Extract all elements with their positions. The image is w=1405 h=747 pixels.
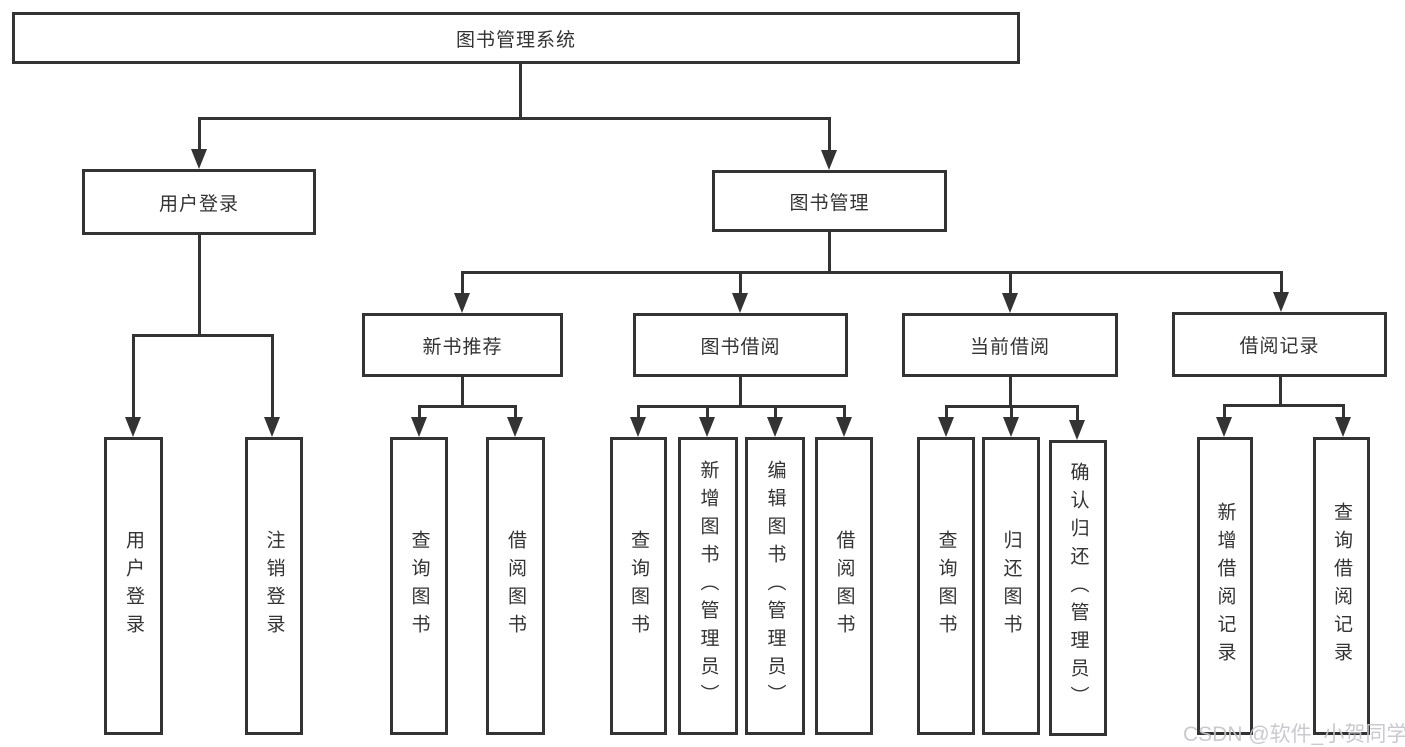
node-book-management: 图书管理 bbox=[712, 170, 947, 232]
arrow-down-icon bbox=[507, 417, 523, 437]
node-new-book-recommendation: 新书推荐 bbox=[362, 313, 563, 377]
arrow-down-icon bbox=[454, 293, 470, 313]
leaf-label: 归还图书 bbox=[1000, 530, 1022, 642]
arrow-stem bbox=[774, 405, 777, 422]
leaf-label: 注销登录 bbox=[263, 530, 285, 642]
arrow-down-icon bbox=[264, 417, 280, 437]
leaf-add-borrow-record: 新增借阅记录 bbox=[1197, 437, 1253, 735]
node-label: 图书管理系统 bbox=[455, 29, 576, 51]
leaf-label: 新增图书（管理员） bbox=[697, 460, 719, 712]
arrow-down-icon bbox=[191, 149, 207, 169]
arrow-down-icon bbox=[1069, 420, 1085, 440]
connector-records-rail bbox=[1223, 404, 1345, 407]
leaf-user-login: 用户登录 bbox=[104, 437, 163, 735]
leaf-label: 借阅图书 bbox=[505, 530, 526, 642]
arrow-stem bbox=[1076, 405, 1079, 425]
arrow-stem bbox=[1010, 405, 1013, 422]
node-book-borrowing: 图书借阅 bbox=[633, 313, 848, 377]
leaf-label: 借阅图书 bbox=[833, 530, 855, 642]
arrow-down-icon bbox=[1216, 417, 1232, 437]
leaf-borrow-books-recommend: 借阅图书 bbox=[486, 437, 545, 735]
arrow-stem bbox=[514, 405, 517, 422]
arrow-stem bbox=[945, 405, 948, 422]
arrow-stem bbox=[271, 334, 274, 422]
arrow-down-icon bbox=[125, 417, 141, 437]
leaf-add-book-admin: 新增图书（管理员） bbox=[678, 437, 738, 735]
arrow-down-icon bbox=[1335, 417, 1351, 437]
node-label: 图书管理 bbox=[789, 192, 870, 214]
arrow-down-icon bbox=[767, 417, 783, 437]
node-label: 借阅记录 bbox=[1239, 336, 1320, 357]
arrow-stem bbox=[828, 117, 831, 154]
node-label: 图书借阅 bbox=[700, 336, 781, 358]
leaf-query-borrow-record: 查询借阅记录 bbox=[1313, 437, 1370, 735]
arrow-down-icon bbox=[1273, 292, 1289, 312]
leaf-query-books-recommend: 查询图书 bbox=[390, 437, 448, 735]
arrow-stem bbox=[1280, 271, 1283, 296]
connector-bookmgmt-drop bbox=[828, 230, 831, 274]
leaf-label: 查询图书 bbox=[935, 530, 957, 642]
leaf-label: 查询图书 bbox=[628, 530, 649, 642]
node-label: 当前借阅 bbox=[969, 336, 1050, 358]
connector-userlogin-rail bbox=[132, 334, 273, 337]
connector-level3-rail bbox=[461, 271, 1282, 274]
arrow-down-icon bbox=[411, 417, 427, 437]
leaf-label: 查询图书 bbox=[408, 530, 430, 642]
connector-recommend-drop bbox=[461, 375, 464, 408]
arrow-stem bbox=[739, 271, 742, 297]
node-current-borrowing: 当前借阅 bbox=[902, 313, 1118, 377]
arrow-stem bbox=[1223, 404, 1226, 422]
node-borrowing-records: 借阅记录 bbox=[1172, 312, 1387, 377]
node-label: 新书推荐 bbox=[422, 336, 503, 358]
leaf-logout: 注销登录 bbox=[245, 437, 303, 735]
leaf-query-books-borrowing: 查询图书 bbox=[610, 437, 667, 735]
connector-userlogin-drop bbox=[198, 235, 201, 337]
arrow-down-icon bbox=[630, 417, 646, 437]
arrow-down-icon bbox=[699, 417, 715, 437]
leaf-query-books-current: 查询图书 bbox=[917, 437, 975, 735]
arrow-down-icon bbox=[938, 417, 954, 437]
node-label: 用户登录 bbox=[158, 193, 239, 215]
arrow-stem bbox=[132, 334, 135, 422]
arrow-stem bbox=[1009, 271, 1012, 297]
arrow-stem bbox=[418, 405, 421, 422]
arrow-down-icon bbox=[836, 417, 852, 437]
leaf-label: 确认归还（管理员） bbox=[1067, 462, 1089, 714]
connector-current-drop bbox=[1009, 375, 1012, 408]
connector-root-drop bbox=[519, 62, 522, 120]
arrow-stem bbox=[706, 405, 709, 422]
leaf-label: 新增借阅记录 bbox=[1214, 502, 1236, 670]
arrow-down-icon bbox=[732, 293, 748, 313]
connector-recommend-rail bbox=[418, 405, 517, 408]
arrow-down-icon bbox=[821, 150, 837, 170]
connector-borrowing-rail bbox=[637, 405, 846, 408]
arrow-stem bbox=[637, 405, 640, 422]
connector-borrowing-drop bbox=[739, 375, 742, 408]
node-user-login: 用户登录 bbox=[82, 169, 316, 235]
arrow-down-icon bbox=[1003, 417, 1019, 437]
leaf-edit-book-admin: 编辑图书（管理员） bbox=[745, 437, 805, 735]
connector-records-drop bbox=[1279, 375, 1282, 407]
leaf-return-books: 归还图书 bbox=[982, 437, 1040, 735]
arrow-stem bbox=[1342, 404, 1345, 422]
leaf-borrow-books-borrowing: 借阅图书 bbox=[815, 437, 873, 735]
arrow-stem bbox=[198, 117, 201, 153]
leaf-confirm-return-admin: 确认归还（管理员） bbox=[1049, 440, 1107, 736]
arrow-stem bbox=[843, 405, 846, 422]
watermark: CSDN @软件_小贺同学 bbox=[1183, 723, 1405, 746]
connector-level2-rail bbox=[198, 117, 831, 120]
node-library-system: 图书管理系统 bbox=[12, 12, 1020, 64]
leaf-label: 用户登录 bbox=[123, 530, 144, 642]
arrow-down-icon bbox=[1002, 293, 1018, 313]
leaf-label: 编辑图书（管理员） bbox=[764, 460, 786, 712]
arrow-stem bbox=[461, 271, 464, 297]
leaf-label: 查询借阅记录 bbox=[1331, 502, 1352, 670]
